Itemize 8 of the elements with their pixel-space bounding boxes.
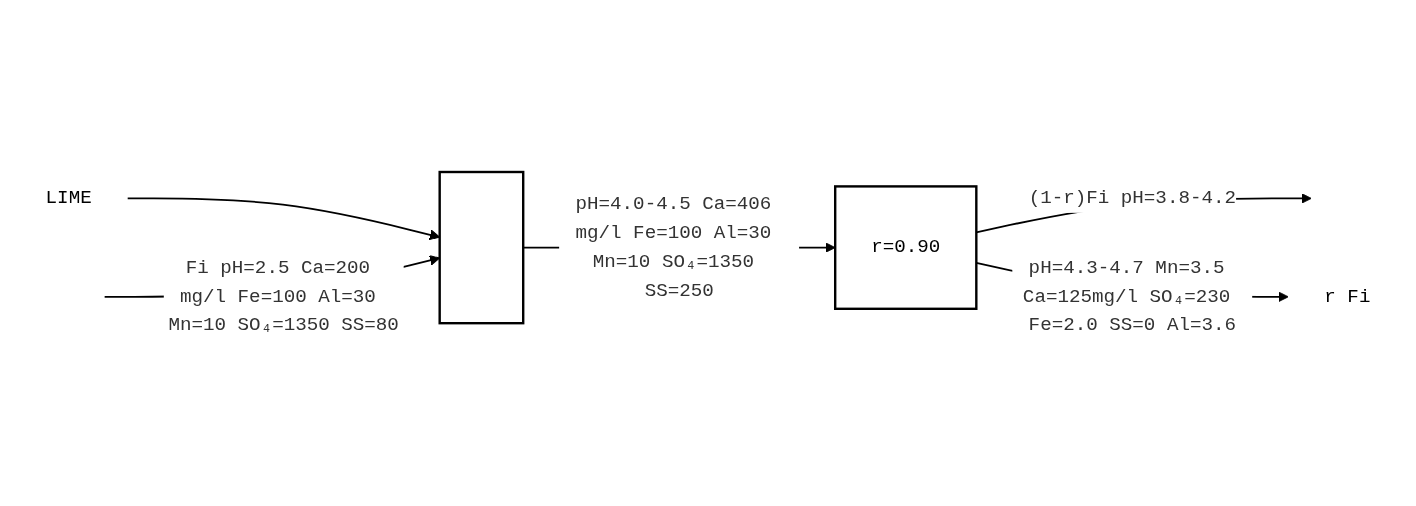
node-text: LIME	[45, 187, 92, 210]
edge-label: pH=4.3-4.7 Mn=3.5 Ca=125mg/l SO₄=230 Fe=2.0 SS=0 Al=3.6	[1022, 257, 1236, 337]
edge-label: Fi pH=2.5 Ca=200 mg/l Fe=100 Al=30 Mn=10 SO₄=1350 SS=80	[168, 257, 399, 337]
edge-label: pH=4.0-4.5 Ca=406 mg/l Fe=100 Al=30 Mn=10 SO₄=1350 SS=250	[575, 193, 772, 302]
node-box	[438, 170, 525, 325]
node-text: r Fi	[1324, 286, 1371, 308]
edge-label: (1-r)Fi pH=3.8-4.2	[1028, 187, 1237, 210]
node-box: r=0.90	[834, 185, 978, 310]
